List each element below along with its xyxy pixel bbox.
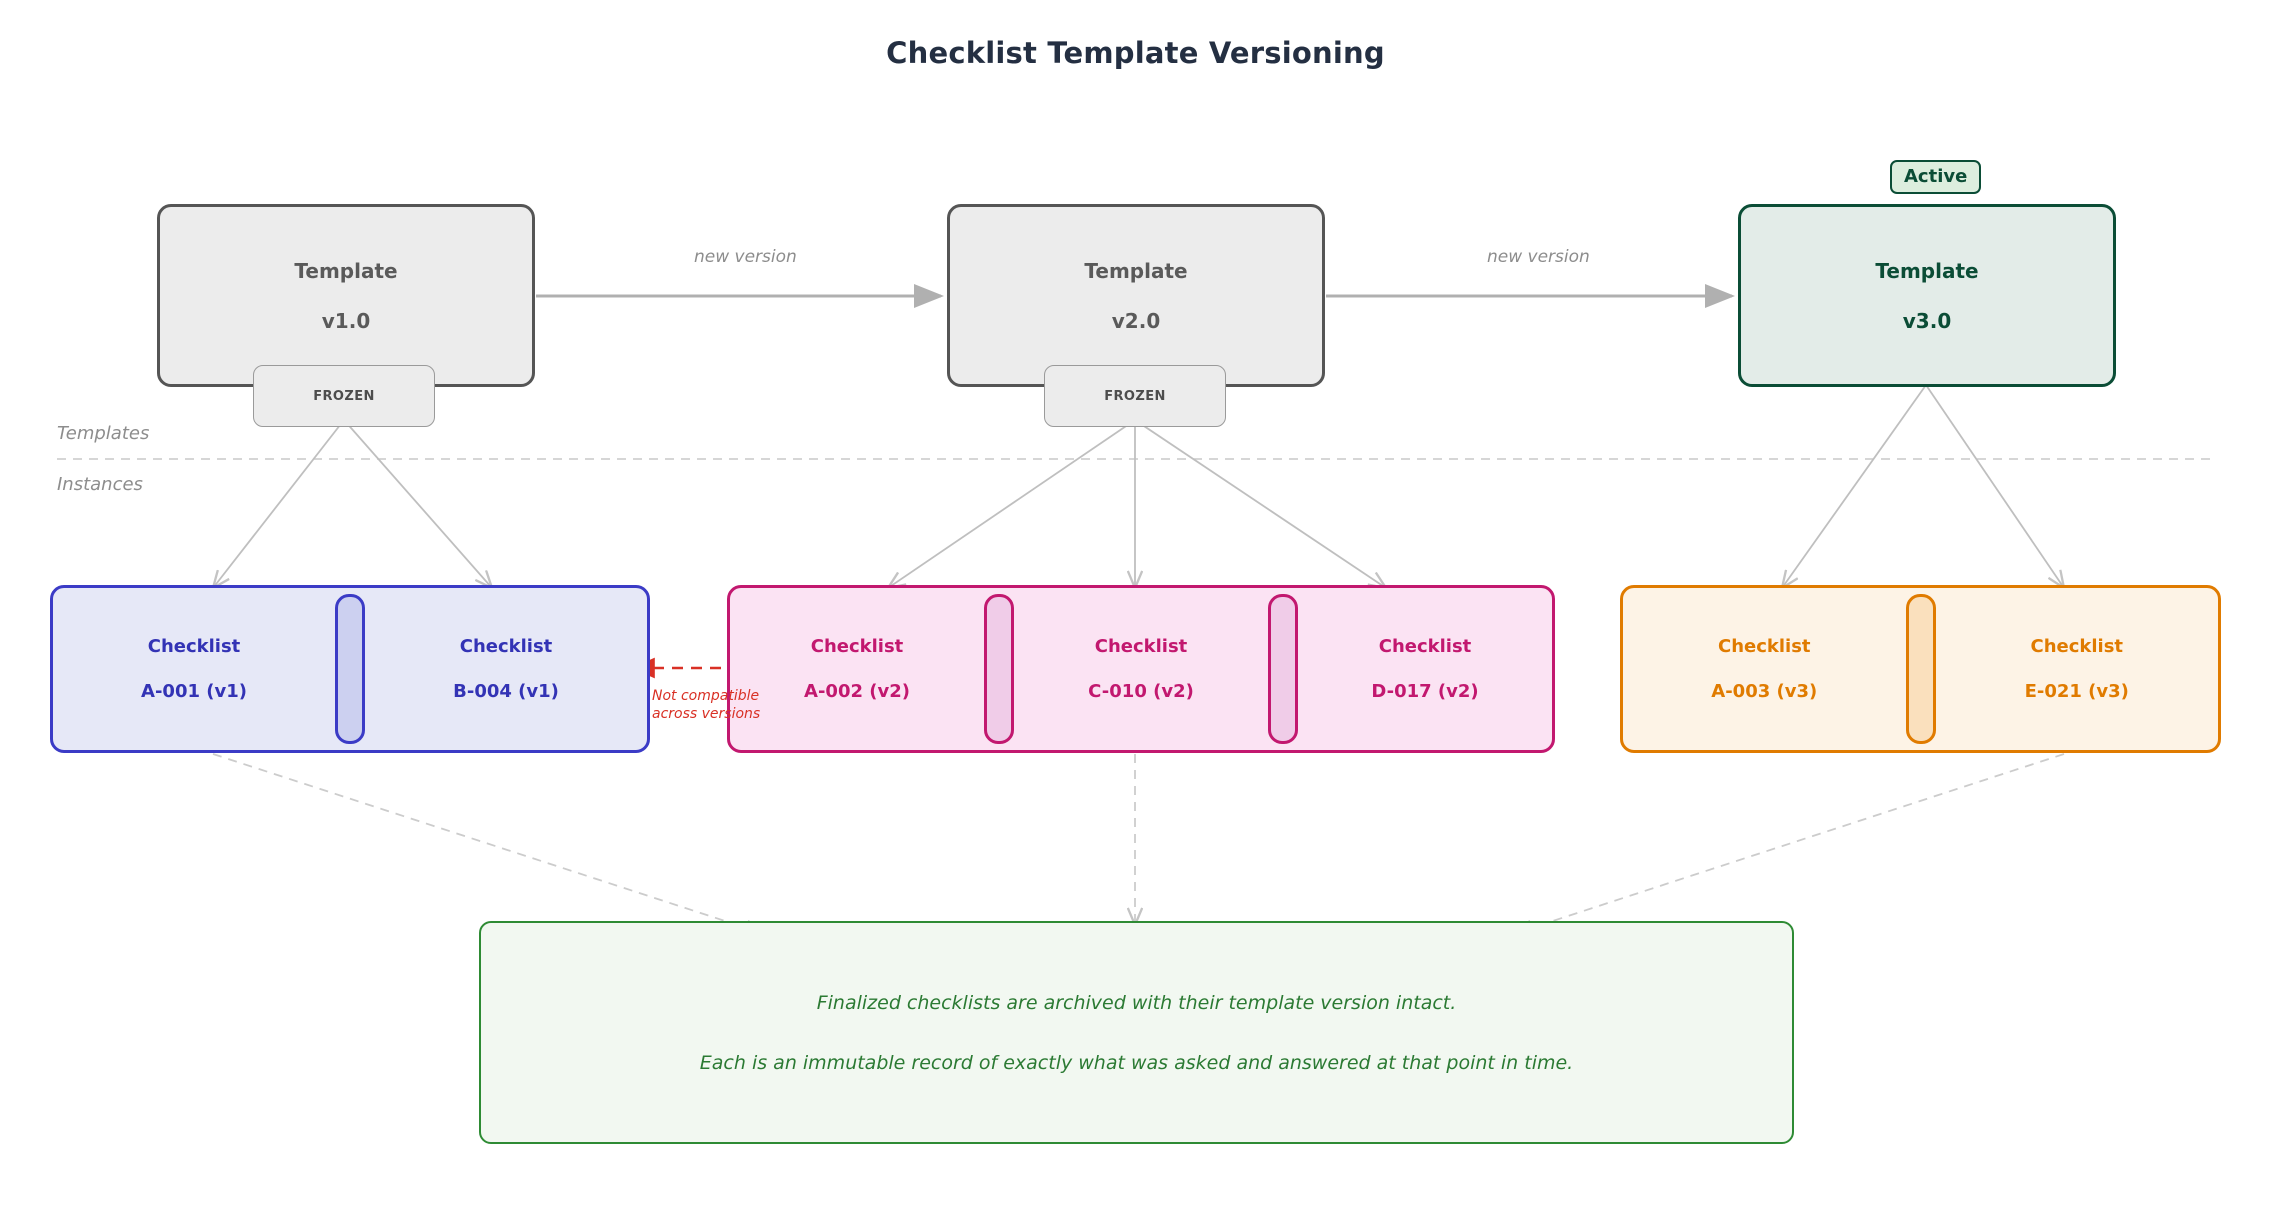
page-title: Checklist Template Versioning <box>886 36 1385 70</box>
incompatible-annotation: Not compatible across versions <box>652 688 772 723</box>
checklist-kind: Checklist <box>1378 636 1472 657</box>
checklist-kind: Checklist <box>1717 636 1811 657</box>
checklist-card-b004[interactable]: Checklist B-004 (v1) <box>365 588 647 750</box>
checklist-id: A-003 (v3) <box>1711 681 1818 702</box>
status-badge-active: Active <box>1890 160 1982 194</box>
checklist-card-c010[interactable]: Checklist C-010 (v2) <box>1014 588 1268 750</box>
checklist-id: E-021 (v3) <box>2024 681 2129 702</box>
checklist-card-a002[interactable]: Checklist A-002 (v2) <box>730 588 984 750</box>
group-separator <box>1268 594 1298 744</box>
lane-label-instances: Instances <box>57 474 143 495</box>
template-name: Template <box>1875 258 1979 283</box>
checklist-id: C-010 (v2) <box>1088 681 1194 702</box>
status-badge-frozen-v1: FROZEN <box>253 365 435 427</box>
incompatible-line-2: across versions <box>652 705 761 722</box>
instance-group-v1: Checklist A-001 (v1) Checklist B-004 (v1… <box>50 585 650 753</box>
template-node-v3[interactable]: Template v3.0 <box>1738 204 2116 387</box>
group-separator <box>335 594 365 744</box>
archive-note-line-2: Each is an immutable record of exactly w… <box>699 1051 1574 1074</box>
checklist-card-a001[interactable]: Checklist A-001 (v1) <box>53 588 335 750</box>
instance-group-v2: Checklist A-002 (v2) Checklist C-010 (v2… <box>727 585 1555 753</box>
checklist-card-d017[interactable]: Checklist D-017 (v2) <box>1298 588 1552 750</box>
template-node-v1[interactable]: Template v1.0 <box>157 204 535 387</box>
checklist-card-a003[interactable]: Checklist A-003 (v3) <box>1623 588 1906 750</box>
edge-label-new-version-1: new version <box>694 247 797 267</box>
checklist-card-e021[interactable]: Checklist E-021 (v3) <box>1936 588 2219 750</box>
archive-note-box: Finalized checklists are archived with t… <box>479 921 1794 1144</box>
template-version: v3.0 <box>1902 308 1952 333</box>
checklist-id: A-001 (v1) <box>141 681 247 702</box>
template-name: Template <box>1084 258 1188 283</box>
group-separator <box>1905 594 1936 744</box>
checklist-kind: Checklist <box>147 636 241 657</box>
archive-note-line-1: Finalized checklists are archived with t… <box>816 991 1457 1014</box>
incompatible-line-1: Not compatible <box>652 688 760 704</box>
template-version: v2.0 <box>1111 308 1161 333</box>
checklist-kind: Checklist <box>1094 636 1188 657</box>
instance-group-v3: Checklist A-003 (v3) Checklist E-021 (v3… <box>1620 585 2221 753</box>
template-name: Template <box>294 258 398 283</box>
status-badge-frozen-v2: FROZEN <box>1044 365 1226 427</box>
template-node-v2[interactable]: Template v2.0 <box>947 204 1325 387</box>
checklist-kind: Checklist <box>459 636 553 657</box>
edge-label-new-version-2: new version <box>1487 247 1590 267</box>
checklist-kind: Checklist <box>2030 636 2124 657</box>
lane-label-templates: Templates <box>57 423 150 444</box>
checklist-id: B-004 (v1) <box>453 681 559 702</box>
group-separator <box>984 594 1014 744</box>
checklist-kind: Checklist <box>810 636 904 657</box>
checklist-id: D-017 (v2) <box>1371 681 1479 702</box>
checklist-id: A-002 (v2) <box>804 681 910 702</box>
template-version: v1.0 <box>321 308 371 333</box>
